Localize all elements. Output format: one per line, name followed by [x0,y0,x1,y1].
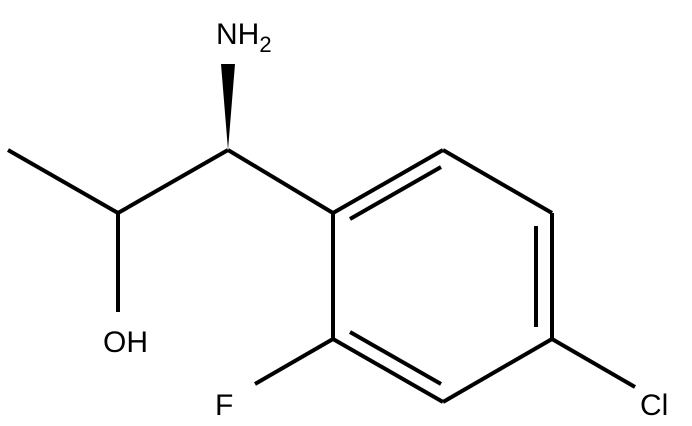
ring-bond-2 [441,148,554,215]
ring-bond-1-inner [349,165,442,221]
hydroxyl-label: OH [103,326,148,359]
bond-carbinol-chiral-carbon [117,148,229,215]
bond-chiral-carbon-ring [226,148,335,215]
ring-bond-5-inner [349,330,442,386]
chlorine-label: Cl [640,389,668,422]
fluorine-label: F [215,389,233,422]
bond-ring-fluorine [254,337,334,386]
amine-subscript: 2 [259,32,271,57]
ring-bond-1 [332,148,444,215]
bond-ring-chlorine [550,337,637,389]
ring-bond-5 [332,337,444,404]
ring-bond-4 [441,337,554,404]
amine-label: NH2 [216,18,272,57]
benzene-ring [331,148,554,404]
stereo-wedge-bond [221,64,235,150]
bond-methyl-carbinol [7,148,119,215]
